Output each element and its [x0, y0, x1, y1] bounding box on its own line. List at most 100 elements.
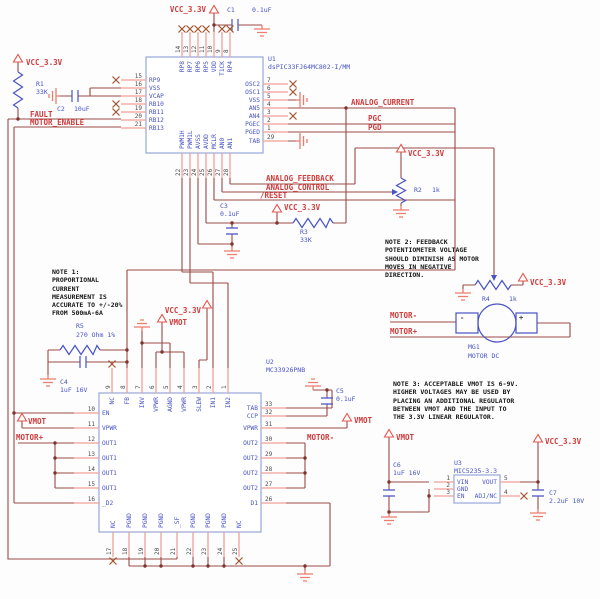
u2-pin-number: 26	[265, 496, 273, 503]
u2-pin-number: 24	[217, 547, 224, 555]
x-mark-icon	[288, 87, 298, 97]
u2-ref: U2	[266, 358, 274, 366]
u3-pin-name: GND	[457, 486, 468, 493]
u2-pin-number: 20	[154, 547, 161, 555]
ground-icon	[454, 288, 472, 301]
r1-ref: R1	[36, 80, 44, 88]
note-3: NOTE 3: ACCEPTABLE VMOT IS 6-9V. HIGHER …	[393, 380, 519, 422]
ground-icon	[529, 508, 547, 521]
net-label-analog-feedback: ANALOG_FEEDBACK	[266, 174, 334, 183]
motor-minus-terminal-sign: -	[460, 314, 464, 322]
c3-value: 0.1uF	[220, 210, 240, 218]
u1-pin-number: 18	[135, 97, 143, 104]
u1-pin-number: 4	[267, 101, 271, 108]
u2-pin-name: PGND	[190, 513, 197, 528]
u1-pin-name: AN4	[249, 113, 260, 120]
u1-pin-name: RB13	[149, 125, 164, 132]
u1-pin-name: TAB	[249, 138, 260, 145]
u1-pin-number: 11	[199, 45, 206, 53]
u2-pin-number: 17	[106, 547, 113, 555]
ground-icon	[133, 319, 151, 332]
u2-value: MC33926PNB	[266, 366, 305, 374]
u2-pin-number: 25	[232, 547, 239, 555]
u2-pin-name: EN	[102, 410, 110, 417]
x-mark-icon	[519, 491, 529, 501]
capacitor-c3	[226, 227, 238, 235]
ground-icon	[380, 512, 398, 525]
u1-pin-number: 3	[267, 109, 271, 116]
u1-pin-name: RP5	[203, 61, 210, 72]
u2-pin-number: 29	[265, 451, 273, 458]
u1-pin-number: 12	[191, 45, 198, 53]
u2-pin-number: 11	[88, 421, 96, 428]
potentiometer-r4-wiper-arrow	[491, 275, 497, 281]
u1-pin-number: 14	[175, 45, 182, 53]
u2-pin-number: 21	[170, 547, 177, 555]
u3-pin-number: 1	[446, 475, 450, 482]
u2-pin-21: 21 _SF	[170, 517, 181, 557]
net-label-motor-plus: MOTOR+	[16, 433, 44, 442]
c1-value: 0.1uF	[252, 6, 272, 14]
ground-icon	[304, 378, 322, 391]
potentiometer-r4	[474, 279, 512, 291]
u2-pin-name: D1	[251, 500, 259, 507]
u1-pin-name: AN1	[227, 138, 234, 149]
r5-ref: R5	[76, 322, 84, 330]
u1-pin-name: RP9	[149, 77, 160, 84]
net-label-motor-enable: MOTOR_ENABLE	[30, 118, 85, 127]
wire-layer	[7, 13, 571, 570]
u1-pin-number: 9	[215, 49, 222, 53]
u3-pin-number: 4	[504, 489, 508, 496]
u2-pin-number: 3	[192, 385, 199, 389]
x-mark-icon	[201, 24, 211, 34]
u1-pin-name: PGED	[245, 129, 260, 136]
u1-pin-number: 2	[267, 117, 271, 124]
resistor-r3	[292, 217, 334, 229]
r3-value: 33K	[300, 236, 312, 244]
u2-pin-number: 1	[221, 385, 228, 389]
ground-icon	[39, 374, 57, 387]
u2-pin-9: 9NC	[105, 368, 116, 404]
net-label-vcc: VCC_3.3V	[170, 5, 207, 14]
u3-pin-number: 3	[446, 489, 450, 496]
u2-pin-name: NC	[109, 397, 116, 405]
net-label-pgc: PGC	[368, 114, 382, 123]
u2-pin-name: PGND	[205, 513, 212, 528]
u2-pin-number: 2	[206, 385, 213, 389]
net-label-motor-minus: MOTOR-	[390, 311, 417, 320]
u2-pin-number: 16	[88, 496, 96, 503]
u2-pin-name: _SF	[174, 517, 181, 528]
u2-pin-name: NC	[110, 520, 117, 528]
net-label-vmot: VMOT	[396, 433, 415, 442]
x-mark-icon	[111, 75, 121, 85]
u1-pin-name: VCAP	[149, 93, 164, 100]
u2-pin-number: 28	[265, 466, 273, 473]
u1-pin-name: RP7	[187, 61, 194, 72]
r1-value: 33K	[36, 88, 48, 96]
u1-pin-number: 17	[135, 89, 143, 96]
potentiometer-r2-wiper-arrow	[392, 189, 398, 195]
u3-pin-number: 5	[504, 475, 508, 482]
capacitor-c4	[79, 356, 87, 368]
u2-pin-name: PGND	[142, 513, 149, 528]
u1-pin-number: 22	[175, 168, 182, 176]
r2-ref: R2	[414, 186, 422, 194]
